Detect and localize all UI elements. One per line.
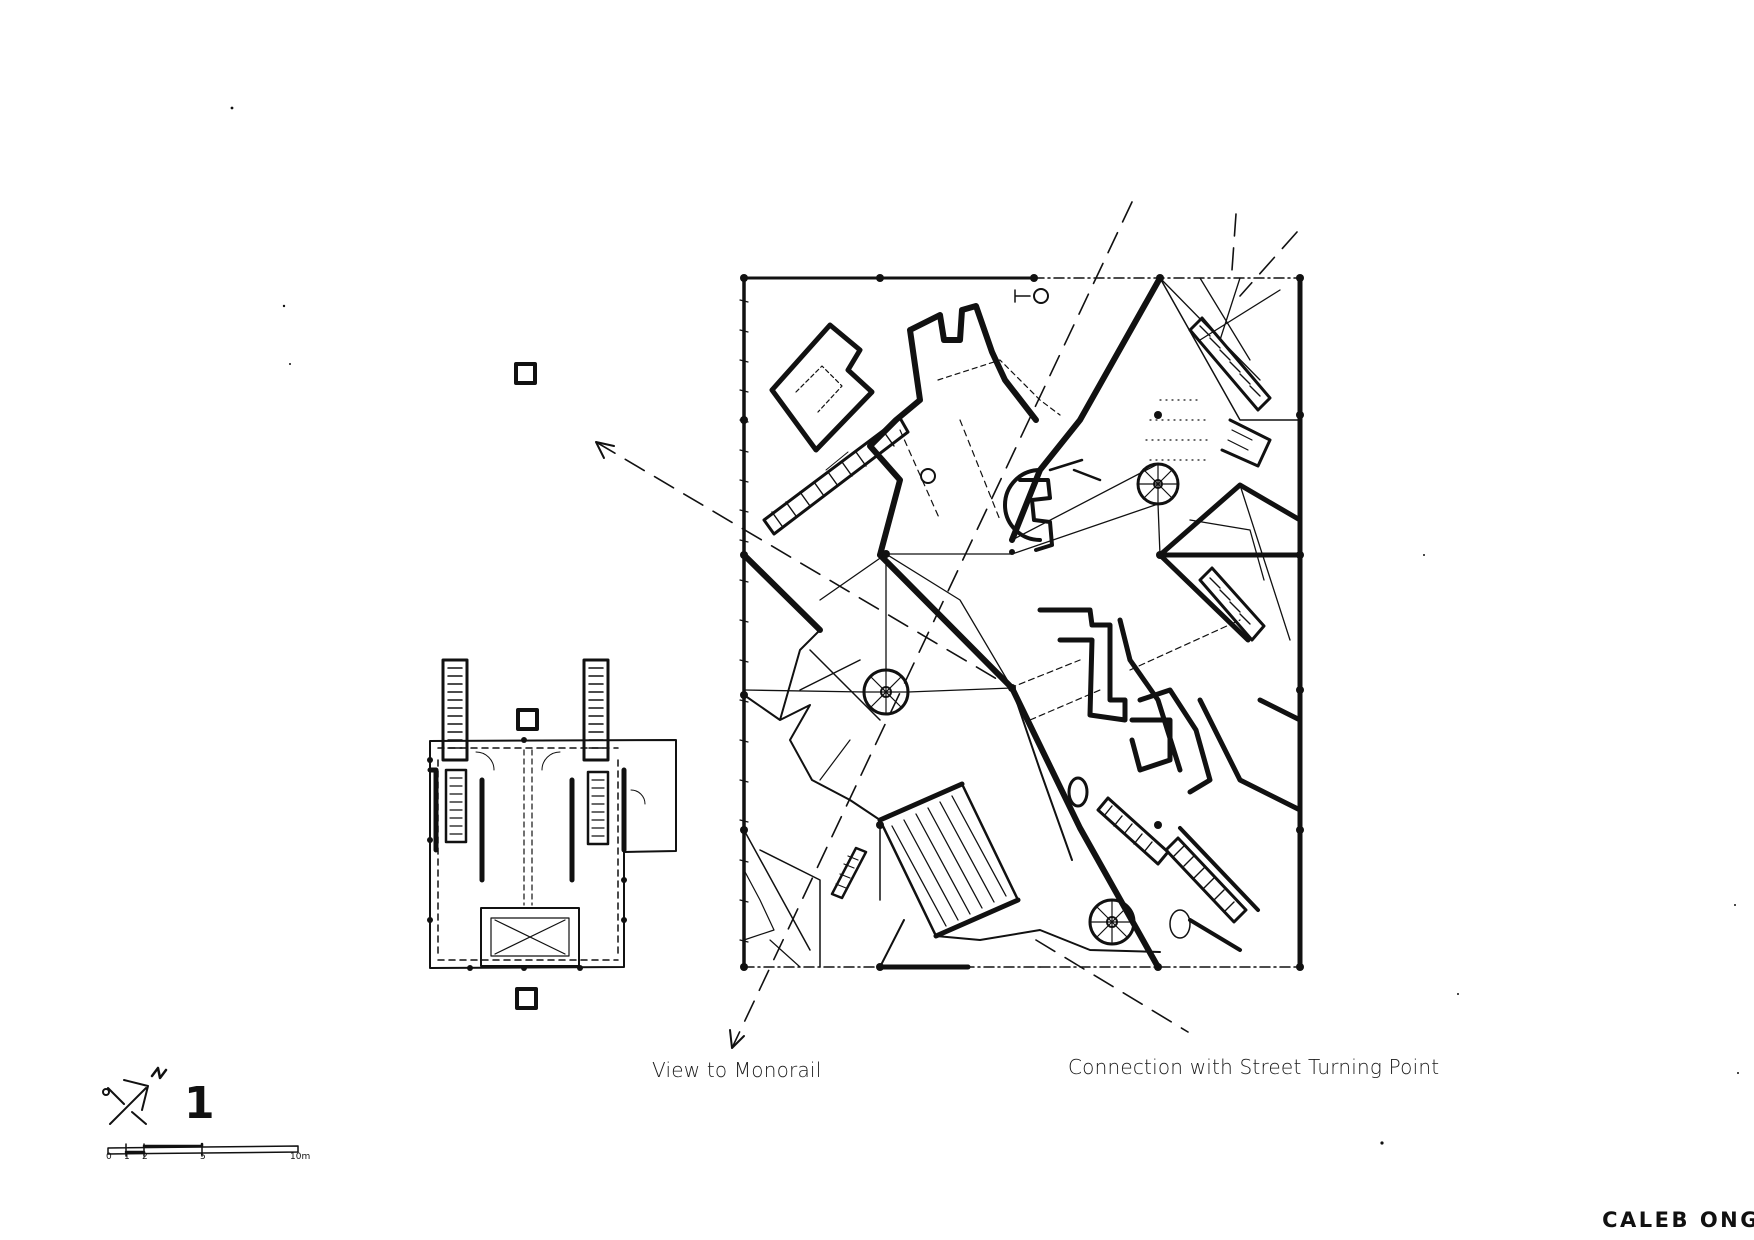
- column-markers: [514, 362, 539, 1010]
- view-axis-lines: [595, 201, 1298, 1049]
- scale-tick-2: 2: [142, 1152, 148, 1162]
- north-arrow-icon: [102, 1066, 168, 1125]
- sheet-number: 1: [184, 1078, 215, 1129]
- scale-bar: [107, 1142, 299, 1157]
- connection-street-label: Connection with Street Turning Point: [1068, 1055, 1440, 1079]
- site-plan-small: [427, 658, 677, 971]
- scale-tick-5: 5: [200, 1152, 206, 1162]
- grid-column-dots: [740, 274, 1304, 971]
- floor-plan-main: [739, 274, 1304, 971]
- south-arrow-icon: [729, 1029, 745, 1049]
- scale-tick-0: 0: [106, 1152, 112, 1162]
- paper-specks: [230, 106, 1739, 1145]
- spiral-stair-lower: [1088, 898, 1136, 946]
- monorail-arrow-icon: [595, 441, 615, 459]
- spiral-stair-center: [862, 668, 910, 716]
- spiral-stair-right: [1136, 462, 1180, 506]
- monorail-view-line: [595, 441, 1013, 689]
- scale-tick-1: 1: [124, 1152, 130, 1162]
- view-to-monorail-label: View to Monorail: [652, 1058, 822, 1082]
- author-name: CALEB ONG: [1602, 1208, 1754, 1232]
- scale-tick-10m: 10m: [290, 1152, 311, 1162]
